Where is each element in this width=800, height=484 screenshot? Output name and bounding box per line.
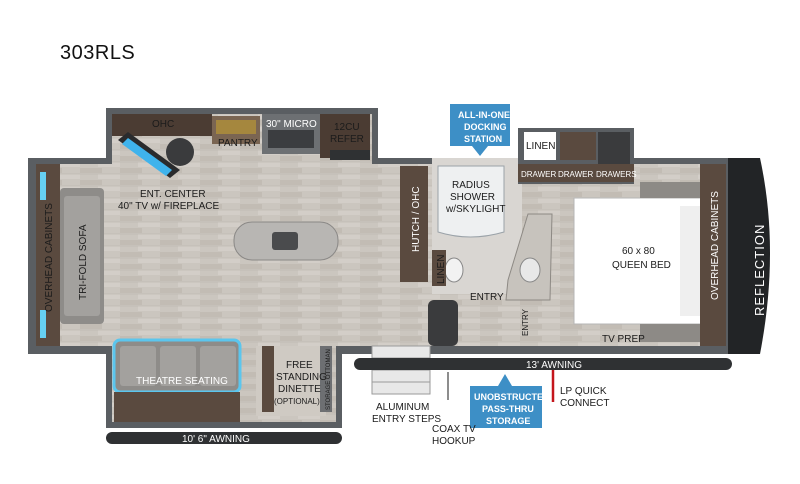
label-shower-1: RADIUS bbox=[452, 180, 490, 191]
label-dinette-1: FREE bbox=[286, 360, 313, 371]
label-drawers: DRAWERS bbox=[596, 170, 637, 179]
label-dinette-4: (OPTIONAL) bbox=[274, 397, 320, 406]
docking-callout bbox=[450, 104, 510, 156]
label-dinette-2: STANDING bbox=[276, 372, 327, 383]
ent-center bbox=[118, 132, 194, 178]
kitchen-cabinets bbox=[112, 114, 370, 160]
label-bed-1: 60 x 80 bbox=[622, 246, 655, 257]
label-steps-1: ALUMINUM bbox=[376, 402, 429, 413]
label-lp-2: CONNECT bbox=[560, 398, 609, 409]
model-name: 303RLS bbox=[60, 42, 136, 64]
kitchen-island bbox=[233, 221, 339, 261]
label-dinette-3: DINETTE bbox=[278, 384, 321, 395]
label-pantry: PANTRY bbox=[218, 138, 258, 149]
callout-docking-3: STATION bbox=[464, 134, 502, 144]
label-refer-1: 12CU bbox=[334, 122, 360, 133]
label-ent-center-1: ENT. CENTER bbox=[140, 189, 206, 200]
callout-storage-1: UNOBSTRUCTED bbox=[474, 392, 550, 402]
label-hutch: HUTCH / OHC bbox=[411, 186, 422, 252]
awning-left-bar bbox=[106, 432, 342, 444]
label-bed-2: QUEEN BED bbox=[612, 260, 671, 271]
label-entry-1: ENTRY bbox=[470, 292, 504, 303]
callout-storage-3: STORAGE bbox=[486, 416, 530, 426]
label-sofa: TRI-FOLD SOFA bbox=[78, 224, 89, 300]
label-awning-right: 13' AWNING bbox=[526, 360, 582, 371]
label-micro: 30" MICRO bbox=[266, 119, 317, 130]
awning-right-bar bbox=[354, 358, 732, 370]
label-drawer-2: DRAWER bbox=[558, 170, 593, 179]
label-entry-2: ENTRY bbox=[521, 308, 530, 336]
label-drawer-1: DRAWER bbox=[521, 170, 556, 179]
storage-callout bbox=[470, 374, 542, 428]
label-tv-prep: TV PREP bbox=[602, 334, 645, 345]
label-overhead-left: OVERHEAD CABINETS bbox=[44, 203, 55, 312]
bathroom bbox=[432, 158, 553, 301]
label-linen-top: LINEN bbox=[526, 141, 555, 152]
label-ent-center-2: 40" TV w/ FIREPLACE bbox=[118, 201, 220, 212]
callout-docking-1: ALL-IN-ONE bbox=[458, 110, 510, 120]
label-coax-1: COAX TV bbox=[432, 424, 476, 435]
label-refer-2: REFER bbox=[330, 134, 364, 145]
label-shower-2: SHOWER bbox=[450, 192, 495, 203]
label-linen-vertical: LINEN bbox=[436, 255, 447, 284]
hutch bbox=[400, 166, 428, 282]
label-awning-left: 10' 6" AWNING bbox=[182, 434, 250, 445]
brand-logo-text: REFLECTION bbox=[752, 224, 767, 316]
label-theatre: THEATRE SEATING bbox=[136, 376, 228, 387]
label-storage-ottoman: STORAGE OTTOMAN bbox=[326, 349, 332, 410]
label-shower-3: w/SKYLIGHT bbox=[445, 204, 505, 215]
label-overhead-right: OVERHEAD CABINETS bbox=[710, 191, 721, 300]
label-ohc: OHC bbox=[152, 119, 174, 130]
callout-storage-2: PASS-THRU bbox=[482, 404, 534, 414]
drawers-area bbox=[518, 128, 634, 184]
bedroom bbox=[573, 164, 726, 346]
label-lp-1: LP QUICK bbox=[560, 386, 607, 397]
left-end bbox=[36, 164, 104, 346]
label-steps-2: ENTRY STEPS bbox=[372, 414, 441, 425]
label-coax-2: HOOKUP bbox=[432, 436, 476, 447]
callout-docking-2: DOCKING bbox=[464, 122, 507, 132]
bottom-slide bbox=[112, 338, 332, 422]
